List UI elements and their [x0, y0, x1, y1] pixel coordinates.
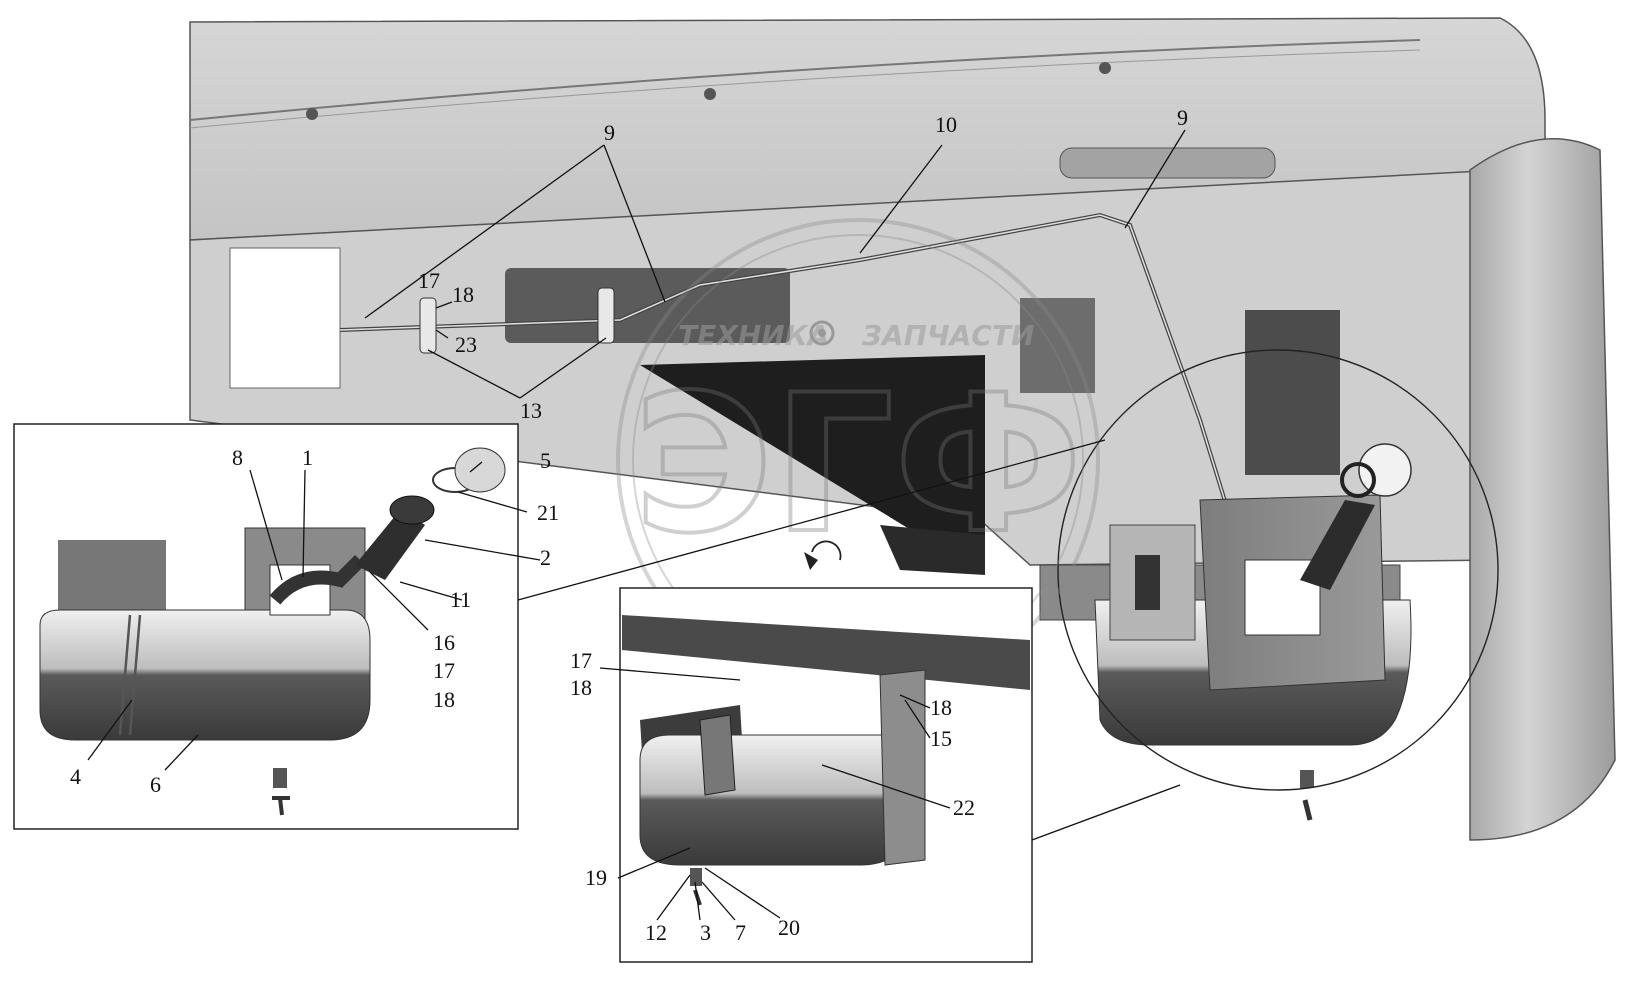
callout-18-top: 18	[452, 282, 474, 307]
watermark-letters: ЭГФ	[634, 354, 1083, 575]
callout-10: 10	[935, 112, 957, 137]
callout-19: 19	[585, 865, 607, 890]
callout-6: 6	[150, 772, 161, 797]
detail-box-left	[13, 423, 519, 830]
rear-fender	[1469, 138, 1616, 841]
connector-line-left	[517, 439, 1106, 601]
detail-zoom-circle	[1057, 349, 1499, 791]
callout-9-left: 9	[604, 120, 615, 145]
frame-shadow	[640, 355, 985, 575]
callout-7: 7	[735, 920, 746, 945]
callout-17-left: 17	[433, 658, 455, 683]
watermark-gear-icon	[809, 320, 835, 346]
callout-labels: 9 10 9 17 18 23 13 8 1 5 21 2 11 16 17 1…	[70, 105, 1188, 945]
main-fuel-tank	[1039, 443, 1412, 821]
callout-16: 16	[433, 630, 455, 655]
leader-lines	[87, 129, 1186, 921]
callout-3: 3	[700, 920, 711, 945]
callout-17-bottom: 17	[570, 648, 592, 673]
cab-rear-wall	[189, 17, 1546, 566]
callout-18-bottom: 18	[570, 675, 592, 700]
callout-13: 13	[520, 398, 542, 423]
callout-17-top: 17	[418, 268, 440, 293]
callout-2: 2	[540, 545, 551, 570]
callout-4: 4	[70, 764, 81, 789]
callout-12: 12	[645, 920, 667, 945]
callout-23: 23	[455, 332, 477, 357]
callout-5: 5	[540, 448, 551, 473]
callout-11: 11	[450, 587, 471, 612]
watermark-word-right: ЗАПЧАСТИ	[861, 319, 1034, 352]
callout-9-right: 9	[1177, 105, 1188, 130]
callout-18-left: 18	[433, 687, 455, 712]
callout-15: 15	[930, 726, 952, 751]
detail-box-bottom	[619, 540, 1033, 963]
callout-8: 8	[232, 445, 243, 470]
callout-1: 1	[302, 445, 313, 470]
connector-line-bottom	[1031, 784, 1181, 841]
callout-18-bottom-right: 18	[930, 695, 952, 720]
watermark-word-left: ТЕХНИКА	[678, 319, 829, 352]
callout-21: 21	[537, 500, 559, 525]
callout-20: 20	[778, 915, 800, 940]
callout-22: 22	[953, 795, 975, 820]
